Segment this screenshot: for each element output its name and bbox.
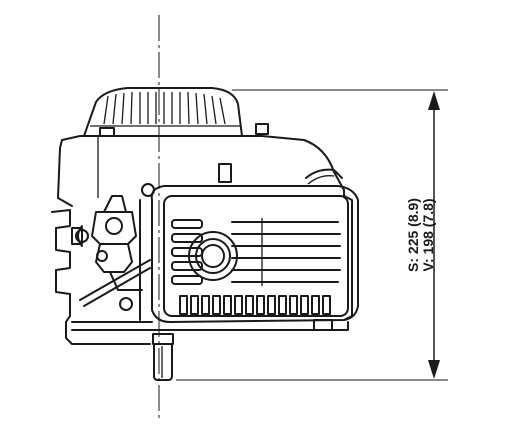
fuel-hose	[305, 168, 343, 179]
cover-bolt-right	[255, 123, 269, 135]
id-plate	[218, 163, 232, 183]
muffler-outlet	[188, 231, 238, 281]
crankshaft	[152, 333, 174, 381]
bottom-fins	[179, 295, 331, 315]
muffler-louvers	[171, 218, 341, 286]
mount-tab	[313, 319, 333, 331]
dimension-label-v: V: 198 (7.8)	[420, 198, 436, 271]
dimension-label-s: S: 225 (8.9)	[405, 198, 421, 272]
engine-shroud	[59, 135, 345, 197]
base-plate	[71, 321, 349, 331]
engine-body	[51, 87, 359, 381]
starter-cover	[83, 87, 243, 137]
cover-bolt-left	[99, 127, 115, 137]
carburetor-assembly	[71, 183, 155, 323]
cover-ribs	[103, 91, 226, 125]
muffler-housing	[150, 185, 359, 323]
dimension-arrow	[428, 91, 440, 379]
crankcase-left	[51, 209, 151, 345]
